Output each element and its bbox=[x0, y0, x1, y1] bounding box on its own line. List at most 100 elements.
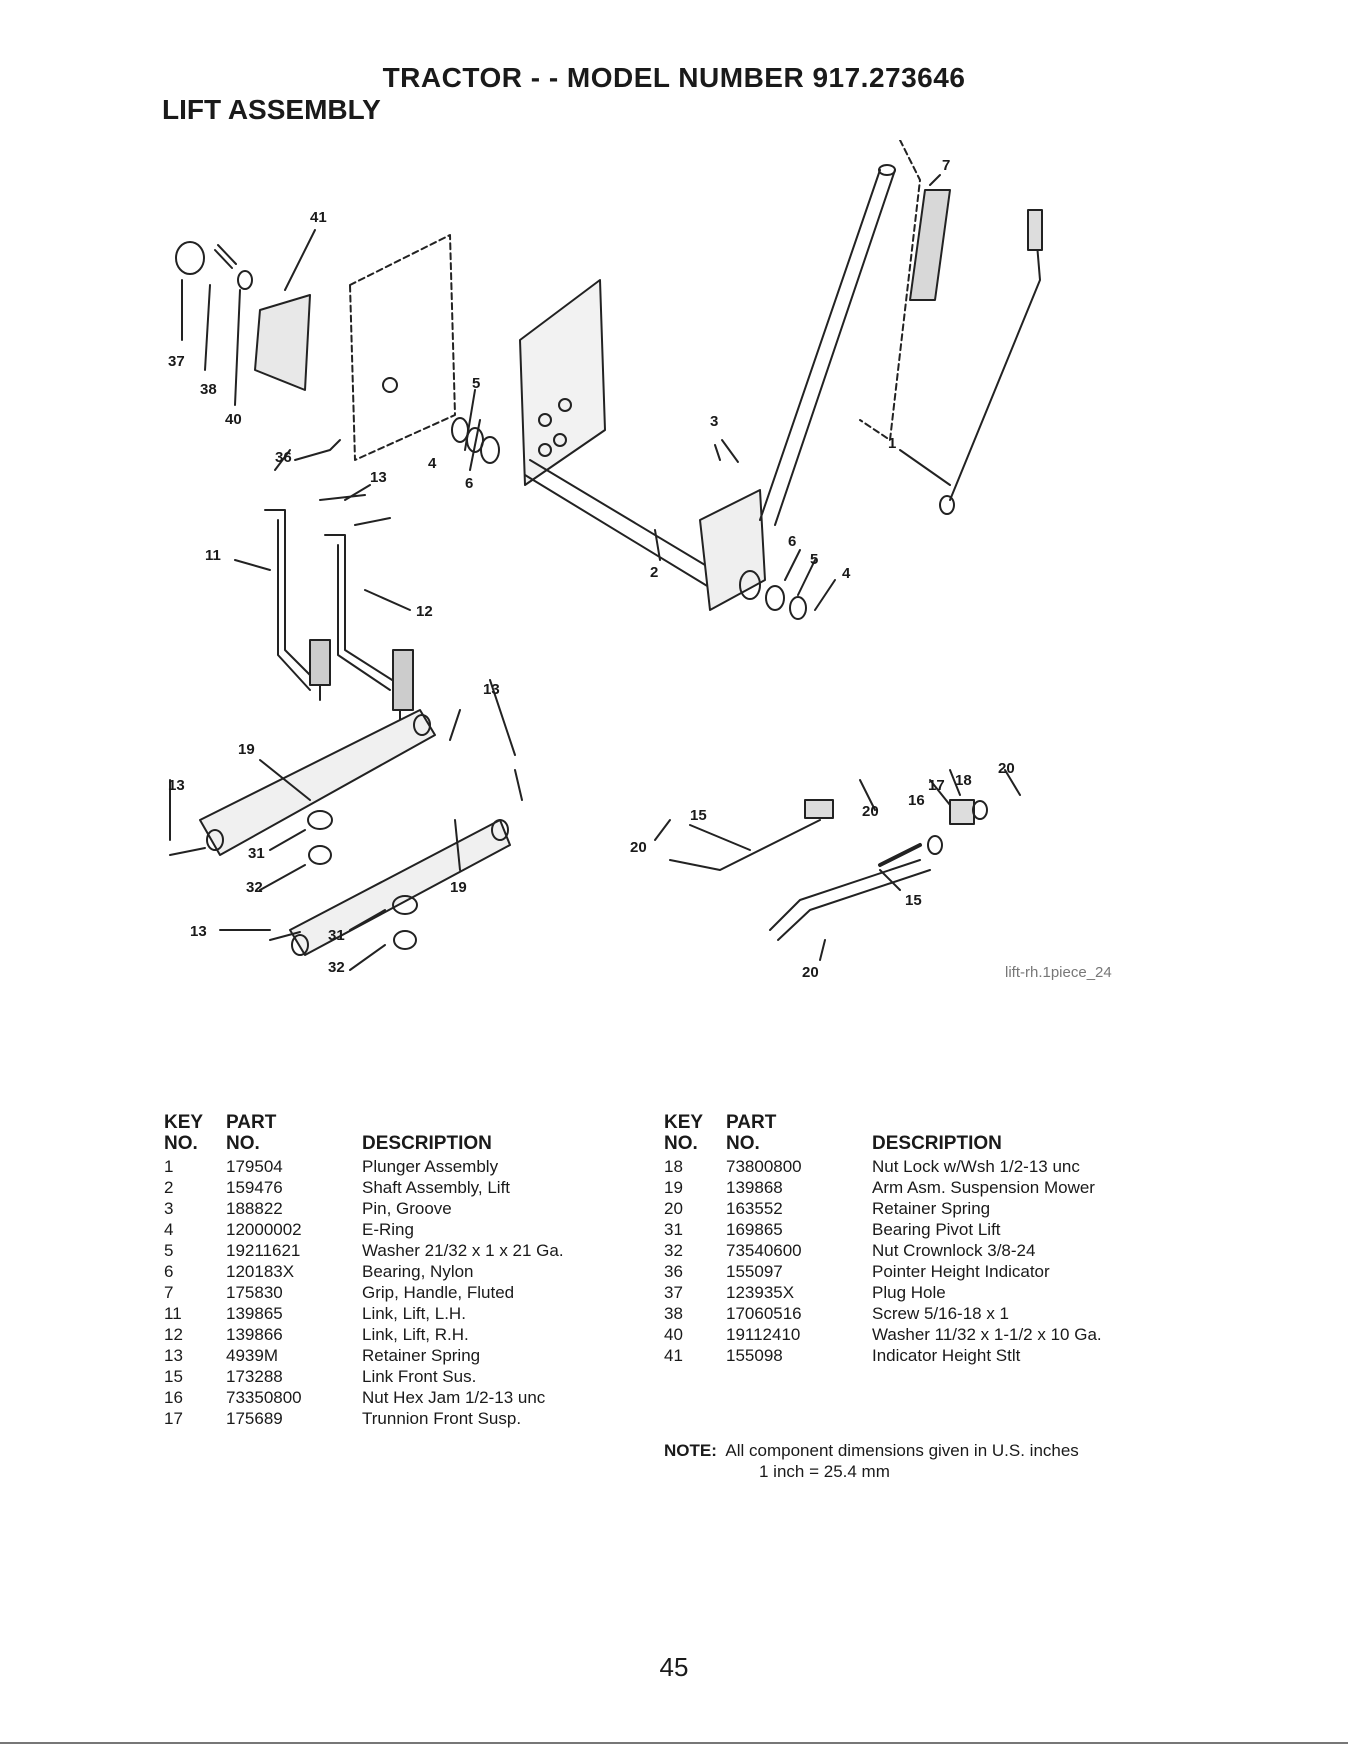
description-header: DESCRIPTION bbox=[362, 1133, 492, 1154]
callout-label: 36 bbox=[275, 449, 292, 466]
callout-label: 17 bbox=[928, 777, 945, 794]
key-header-line1: KEY bbox=[664, 1112, 704, 1133]
callout-label: 32 bbox=[246, 879, 263, 896]
callout-label: 2 bbox=[650, 564, 658, 581]
callout-label: 40 bbox=[225, 411, 242, 428]
part-description: Washer 11/32 x 1-1/2 x 10 Ga. bbox=[872, 1325, 1102, 1344]
part-no: 73800800 bbox=[726, 1157, 802, 1176]
part-description: Screw 5/16-18 x 1 bbox=[872, 1304, 1010, 1323]
part-description: Nut Lock w/Wsh 1/2-13 unc bbox=[872, 1157, 1080, 1176]
callout-label: 6 bbox=[788, 533, 796, 550]
part-description: Grip, Handle, Fluted bbox=[362, 1283, 515, 1302]
part-no: 139866 bbox=[226, 1325, 283, 1344]
part-no: 73540600 bbox=[726, 1241, 802, 1260]
callout-label: 6 bbox=[465, 475, 473, 492]
callout-label: 20 bbox=[630, 839, 647, 856]
part-no: 175689 bbox=[226, 1409, 283, 1428]
page-bottom-rule bbox=[0, 1742, 1348, 1744]
part-header-line1: PART bbox=[726, 1112, 777, 1133]
part-no: 139865 bbox=[226, 1304, 283, 1323]
callout-label: 11 bbox=[205, 547, 221, 564]
part-no: 123935X bbox=[726, 1283, 795, 1302]
key-no: 16 bbox=[164, 1388, 183, 1407]
key-no: 15 bbox=[164, 1367, 183, 1386]
callout-label: 20 bbox=[862, 803, 879, 820]
part-no: 155097 bbox=[726, 1262, 783, 1281]
key-no: 1 bbox=[164, 1157, 174, 1176]
callout-label: 12 bbox=[416, 603, 433, 620]
key-header-line1: KEY bbox=[164, 1112, 204, 1133]
lift-assembly-diagram: 41 37 38 40 36 5 4 6 3 7 1 13 11 12 2 6 … bbox=[160, 139, 1180, 1110]
callout-label: 20 bbox=[802, 964, 819, 981]
part-no: 188822 bbox=[226, 1199, 283, 1218]
part-description: Nut Crownlock 3/8-24 bbox=[872, 1241, 1036, 1260]
key-no: 37 bbox=[664, 1283, 683, 1302]
key-no: 12 bbox=[164, 1325, 183, 1344]
part-description: Plunger Assembly bbox=[362, 1157, 499, 1176]
exploded-view-drawing: 41 37 38 40 36 5 4 6 3 7 1 13 11 12 2 6 … bbox=[168, 139, 1112, 981]
callout-label: 20 bbox=[998, 760, 1015, 777]
part-no: 163552 bbox=[726, 1199, 783, 1218]
part-no: 175830 bbox=[226, 1283, 283, 1302]
page-number: 45 bbox=[659, 1652, 689, 1682]
part-description: Pin, Groove bbox=[362, 1199, 452, 1218]
part-description: Arm Asm. Suspension Mower bbox=[872, 1178, 1095, 1197]
key-header-line2: NO. bbox=[664, 1133, 698, 1154]
page-title: TRACTOR - - MODEL NUMBER 917.273646 bbox=[382, 62, 966, 93]
part-no: 120183X bbox=[226, 1262, 295, 1281]
key-no: 41 bbox=[664, 1346, 683, 1365]
description-header: DESCRIPTION bbox=[872, 1133, 1002, 1154]
key-no: 7 bbox=[164, 1283, 174, 1302]
part-description: Bearing, Nylon bbox=[362, 1262, 474, 1281]
callout-label: 7 bbox=[942, 157, 950, 174]
part-header-line2: NO. bbox=[726, 1133, 760, 1154]
part-header-line2: NO. bbox=[226, 1133, 260, 1154]
part-description: Plug Hole bbox=[872, 1283, 946, 1302]
key-no: 20 bbox=[664, 1199, 683, 1218]
key-no: 18 bbox=[664, 1157, 683, 1176]
key-no: 32 bbox=[664, 1241, 683, 1260]
part-description: Bearing Pivot Lift bbox=[872, 1220, 1001, 1239]
part-description: Trunnion Front Susp. bbox=[362, 1409, 522, 1428]
callout-label: 38 bbox=[200, 381, 217, 398]
callout-label: 41 bbox=[310, 209, 327, 226]
key-no: 2 bbox=[164, 1178, 174, 1197]
callout-label: 13 bbox=[168, 777, 185, 794]
part-description: Pointer Height Indicator bbox=[872, 1262, 1050, 1281]
callout-label: 31 bbox=[328, 927, 345, 944]
callout-label: 19 bbox=[450, 879, 467, 896]
part-no: 19211621 bbox=[226, 1241, 301, 1260]
callout-label: 4 bbox=[842, 565, 851, 582]
callout-label: 32 bbox=[328, 959, 345, 976]
part-no: 173288 bbox=[226, 1367, 283, 1386]
callout-label: 13 bbox=[483, 681, 500, 698]
callout-label: 13 bbox=[370, 469, 387, 486]
callout-label: 18 bbox=[955, 772, 972, 789]
key-no: 11 bbox=[164, 1304, 182, 1323]
part-no: 139868 bbox=[726, 1178, 783, 1197]
part-no: 12000002 bbox=[226, 1220, 302, 1239]
part-no: 19112410 bbox=[726, 1325, 801, 1344]
note-label: NOTE: bbox=[664, 1441, 717, 1460]
part-description: E-Ring bbox=[362, 1220, 414, 1239]
callout-label: 1 bbox=[888, 435, 896, 452]
callout-labels: 41 37 38 40 36 5 4 6 3 7 1 13 11 12 2 6 … bbox=[168, 157, 1015, 981]
part-no: 155098 bbox=[726, 1346, 783, 1365]
section-title: LIFT ASSEMBLY bbox=[162, 94, 381, 125]
key-no: 38 bbox=[664, 1304, 683, 1323]
key-no: 13 bbox=[164, 1346, 183, 1365]
key-no: 40 bbox=[664, 1325, 683, 1344]
part-description: Link Front Sus. bbox=[362, 1367, 477, 1386]
part-description: Shaft Assembly, Lift bbox=[362, 1178, 511, 1197]
callout-label: 13 bbox=[190, 923, 207, 940]
key-header-line2: NO. bbox=[164, 1133, 198, 1154]
key-no: 19 bbox=[664, 1178, 683, 1197]
callout-label: 31 bbox=[248, 845, 265, 862]
note-line2: 1 inch = 25.4 mm bbox=[759, 1462, 890, 1481]
part-no: 17060516 bbox=[726, 1304, 802, 1323]
key-no: 4 bbox=[164, 1220, 174, 1239]
part-description: Washer 21/32 x 1 x 21 Ga. bbox=[362, 1241, 564, 1260]
dimensions-note: NOTE: All component dimensions given in … bbox=[664, 1440, 1079, 1482]
callout-label: 3 bbox=[710, 413, 718, 430]
diagram-id-label: lift-rh.1piece_24 bbox=[1005, 964, 1112, 981]
